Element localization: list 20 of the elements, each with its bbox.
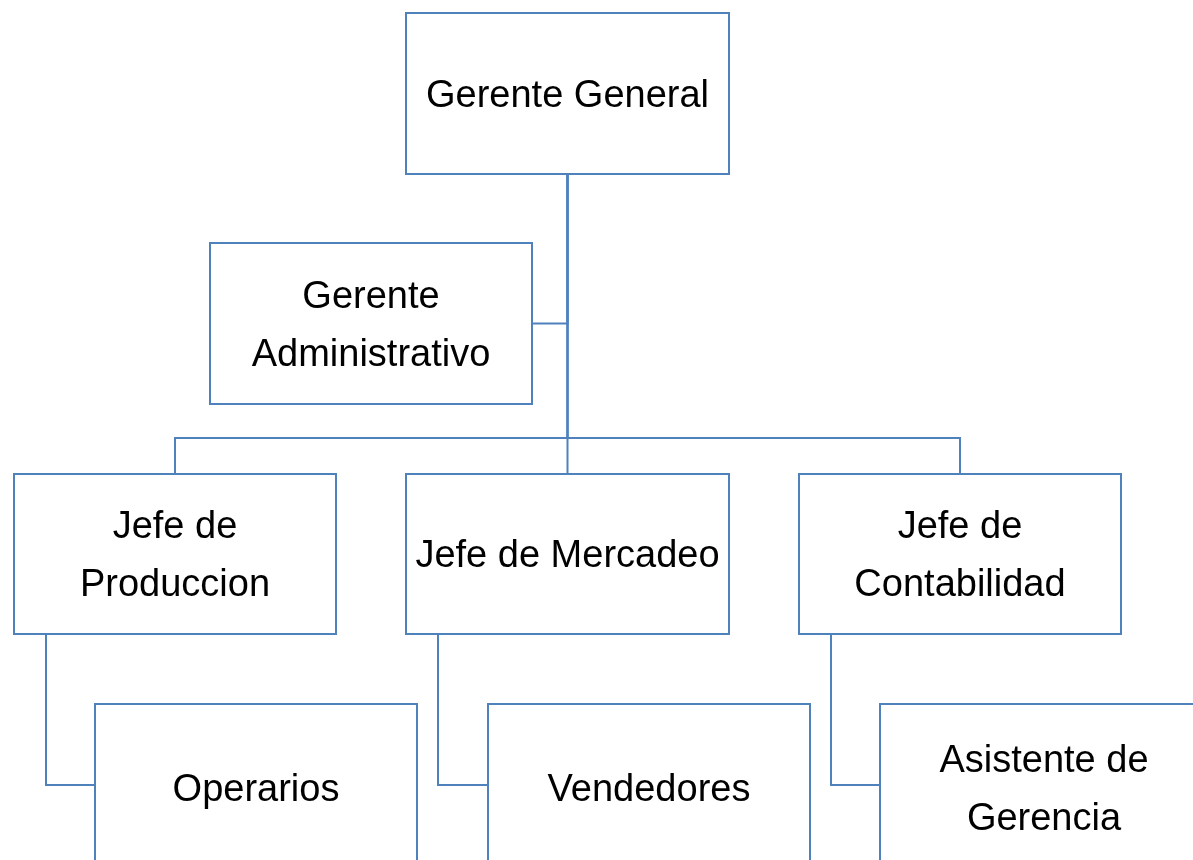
role-title: Jefe de Contabilidad <box>853 503 1067 606</box>
connector-line <box>45 634 95 786</box>
role-title: Asistente de Gerencia <box>938 737 1150 840</box>
connector-line <box>437 634 488 786</box>
org-box <box>405 12 730 175</box>
role-title: Vendedores <box>546 766 752 811</box>
org-box <box>405 473 730 635</box>
org-box <box>798 473 1122 635</box>
org-box <box>94 703 418 860</box>
org-box <box>209 242 533 405</box>
role-title: Operarios <box>171 766 341 811</box>
connector-line <box>566 174 961 474</box>
org-box <box>13 473 337 635</box>
org-box <box>487 703 811 860</box>
connector-line <box>830 634 880 786</box>
role-title: Gerente Administrativo <box>250 272 492 376</box>
org-box <box>879 703 1193 860</box>
role-title: Jefe de Mercadeo <box>414 532 721 577</box>
role-title: Gerente General <box>424 71 711 117</box>
role-title: Jefe de Produccion <box>78 503 272 606</box>
